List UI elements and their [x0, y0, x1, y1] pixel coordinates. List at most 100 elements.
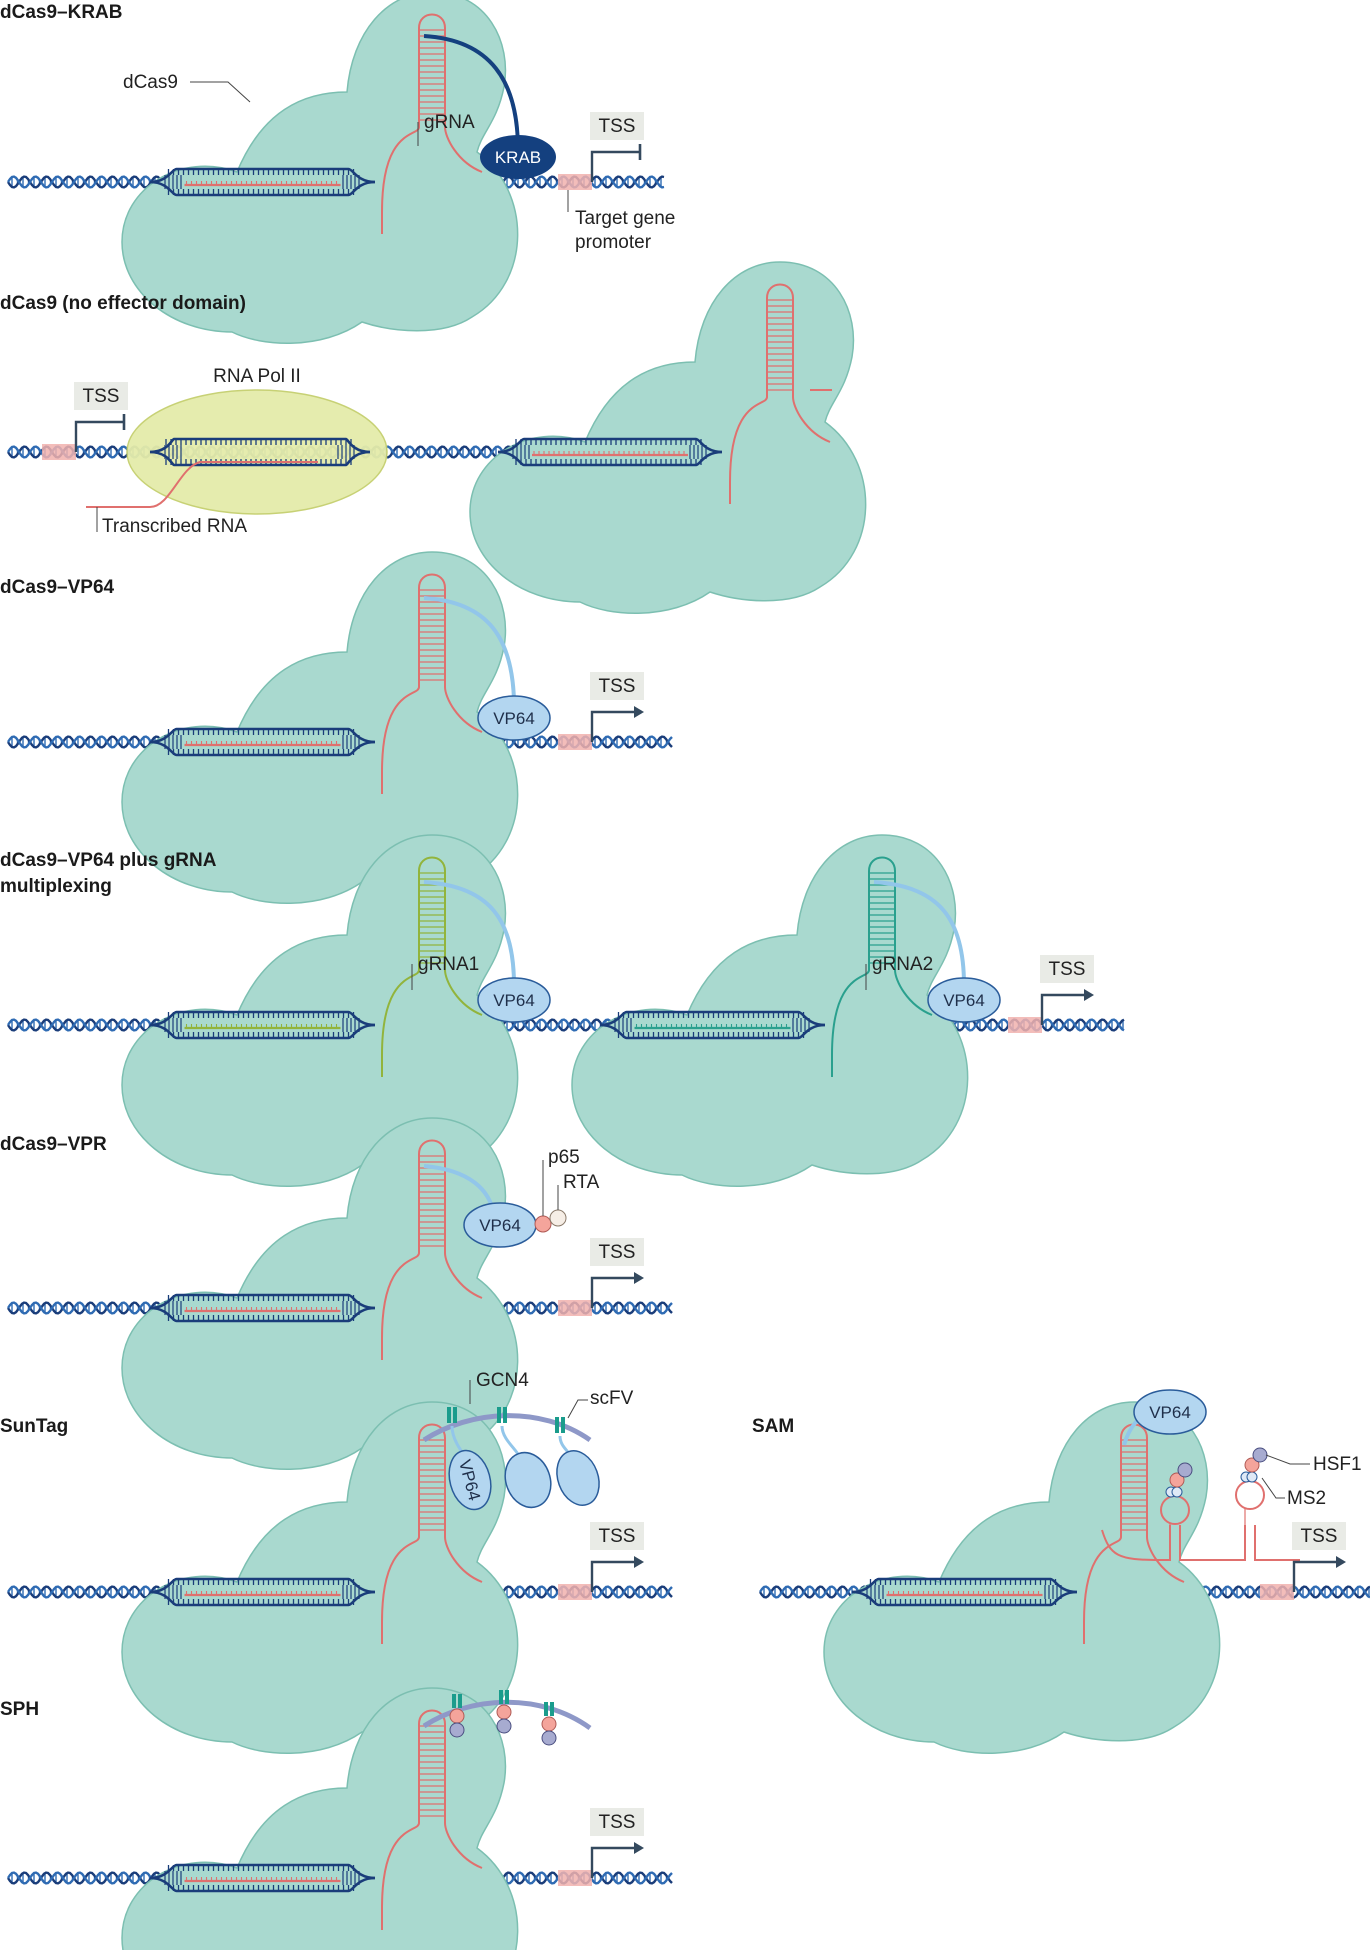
dcas9-protein — [469, 261, 867, 614]
tss-arrow — [590, 1276, 640, 1308]
tss-box — [74, 382, 128, 410]
vp64-domain — [504, 1451, 552, 1509]
target-promoter — [1008, 1017, 1042, 1033]
tss-box — [1292, 1522, 1346, 1550]
p65-domain — [449, 1708, 465, 1724]
grna2-label: gRNA2 — [872, 954, 933, 975]
p65-domain — [1244, 1457, 1260, 1473]
gcn4-epitope — [561, 1417, 565, 1433]
tss-box — [590, 1238, 644, 1266]
panel-title: dCas9–VPR — [0, 1134, 107, 1155]
vp64-linker-1 — [423, 880, 516, 986]
promoter-label-line2: promoter — [575, 232, 652, 253]
grna-scaffold — [381, 1423, 483, 1644]
gcn4-epitope — [458, 1694, 462, 1708]
tss-box — [590, 112, 644, 140]
tss-arrow — [590, 710, 640, 742]
target-promoter — [1260, 1584, 1294, 1600]
gcn4-epitope — [555, 1417, 559, 1433]
transcribed-rna — [86, 461, 318, 508]
leader-line — [1261, 1477, 1285, 1499]
vp64-domain-label: VP64 — [493, 709, 535, 728]
arrow-head — [1084, 989, 1094, 1001]
grna-scaffold — [381, 1709, 483, 1930]
vp64-domain-1 — [477, 977, 551, 1023]
hsf1-domain — [496, 1718, 512, 1734]
vp64-domain — [1133, 1389, 1207, 1435]
vp64-domain-2 — [927, 977, 1001, 1023]
krab-linker — [423, 34, 520, 151]
target-promoter — [42, 444, 76, 460]
gcn4-epitope — [497, 1407, 501, 1423]
ms2-loop — [1235, 1480, 1265, 1510]
vp64-linker-2 — [873, 880, 966, 986]
tss-arrow — [1040, 993, 1090, 1025]
hsf1-domain — [1177, 1462, 1193, 1478]
gcn4-epitope — [499, 1690, 503, 1704]
pol-label: RNA Pol II — [213, 366, 301, 387]
hsf1-domain — [449, 1722, 465, 1738]
tss-arrow — [590, 150, 640, 182]
grna1-label: gRNA1 — [418, 954, 479, 975]
tss-arrow — [590, 1560, 640, 1592]
panel-title: SPH — [0, 1699, 39, 1720]
gcn4-epitope — [550, 1702, 554, 1716]
tss-box — [590, 672, 644, 700]
tss-box — [590, 1522, 644, 1550]
rta-label: RTA — [563, 1172, 600, 1193]
tss-box — [590, 1808, 644, 1836]
gcn4-epitope — [453, 1407, 457, 1423]
vp64-domain-label: VP64 — [479, 1216, 521, 1235]
tss-label: TSS — [599, 676, 636, 697]
gcn4-epitope — [505, 1690, 509, 1704]
ms2-grna — [1101, 1525, 1300, 1561]
grna-scaffold — [381, 1139, 483, 1360]
krab-domain — [480, 135, 556, 179]
target-promoter — [558, 1300, 592, 1316]
p65-domain — [534, 1215, 552, 1233]
p65-domain — [496, 1704, 512, 1720]
panel-title: dCas9–KRAB — [0, 2, 122, 23]
tss-label: TSS — [1049, 959, 1086, 980]
scfv-label: scFV — [590, 1388, 634, 1409]
vp64-domain-label: VP64 — [1149, 1403, 1191, 1422]
krab-label: KRAB — [495, 148, 541, 167]
vp64-domain — [477, 695, 551, 741]
panel-title: SunTag — [0, 1416, 68, 1437]
leader-line — [1265, 1454, 1310, 1465]
leader-line — [190, 81, 251, 103]
grna-scaffold — [381, 13, 483, 234]
tss-label: TSS — [599, 1526, 636, 1547]
target-promoter — [558, 1870, 592, 1886]
grna-scaffold — [729, 283, 831, 504]
promoter-label-line1: Target gene — [575, 208, 675, 229]
gcn4-epitope — [544, 1702, 548, 1716]
dcas9-protein — [823, 1401, 1221, 1754]
grna-scaffold — [381, 573, 483, 794]
tss-label: TSS — [83, 386, 120, 407]
hsf1-domain — [541, 1730, 557, 1746]
target-promoter — [558, 174, 592, 190]
p65-domain — [541, 1716, 557, 1732]
vp64-domain-2-label: VP64 — [943, 991, 985, 1010]
p65-label: p65 — [548, 1147, 580, 1168]
arrow-head — [634, 1556, 644, 1568]
target-promoter — [558, 734, 592, 750]
gcn4-epitope — [452, 1694, 456, 1708]
vp64-domain — [556, 1450, 600, 1506]
panel-title-line2: multiplexing — [0, 876, 112, 897]
arrow-head — [634, 1272, 644, 1284]
panel-title-line1: dCas9–VP64 plus gRNA — [0, 850, 217, 871]
tss-label: TSS — [599, 1242, 636, 1263]
vp64-linker — [423, 596, 516, 701]
rna-pol-ii — [126, 389, 388, 515]
panel-title: dCas9–VP64 — [0, 577, 115, 598]
panel-title: dCas9 (no effector domain) — [0, 293, 246, 314]
